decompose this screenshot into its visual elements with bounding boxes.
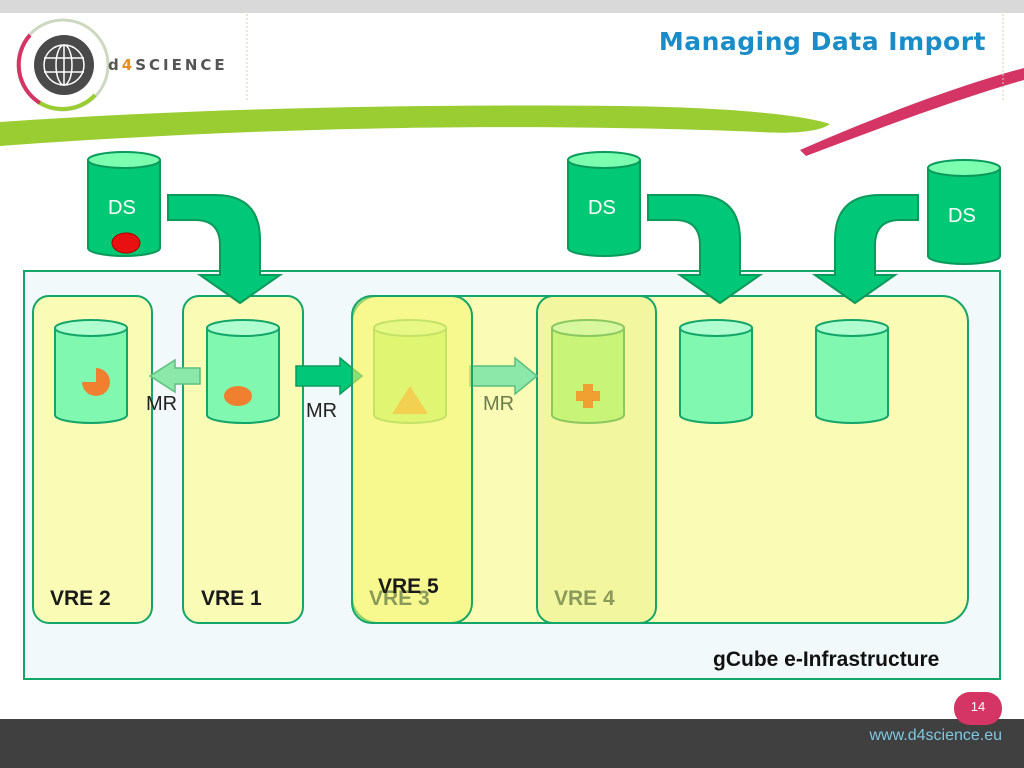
vre-1-collection (206, 319, 280, 424)
mr-arrow-left (148, 358, 201, 394)
vre-4-collection (551, 319, 625, 424)
vre-5-label: VRE 5 (378, 575, 439, 598)
mr-label-3: MR (483, 393, 515, 415)
vre-5-collection-a (679, 319, 753, 424)
vre-1-label: VRE 1 (201, 587, 262, 610)
ds-cylinder-1 (87, 151, 161, 257)
mr-label-1: MR (146, 393, 178, 415)
red-dataset-icon (111, 232, 141, 254)
vre-2-collection (54, 319, 128, 424)
slide-title: Managing Data Import (658, 27, 986, 56)
vre-5-collection-b (815, 319, 889, 424)
footer-bar (0, 719, 1024, 768)
vre-2-label: VRE 2 (50, 587, 111, 610)
import-arrow-2 (647, 194, 764, 305)
pink-swoosh (800, 68, 1024, 156)
vre-3-label: VRE 3 (369, 587, 430, 610)
footer-url: www.d4science.eu (869, 727, 1002, 744)
ds-cylinder-2 (567, 151, 641, 257)
pie-dataset-icon (82, 368, 110, 396)
vre-3-box (351, 295, 473, 624)
mr-label-2: MR (306, 400, 338, 422)
infrastructure-label: gCube e-Infrastructure (713, 648, 940, 671)
oval-dataset-icon (224, 386, 252, 406)
globe-logo-icon (16, 18, 110, 112)
ds-label-2: DS (588, 197, 616, 219)
mr-arrow-right-2 (469, 356, 539, 396)
import-arrow-1 (167, 194, 284, 305)
ds-cylinder-3 (927, 159, 1001, 265)
green-swoosh (0, 105, 830, 146)
vre-4-label: VRE 4 (554, 587, 615, 610)
page-number-badge: 14 (954, 692, 1002, 725)
ds-label-3: DS (948, 205, 976, 227)
top-bar (0, 0, 1024, 13)
cross-dataset-icon (576, 384, 600, 408)
ds-label-1: DS (108, 197, 136, 219)
import-arrow-3 (811, 194, 919, 305)
logo-wordmark: d4SCIENCE (108, 56, 228, 74)
